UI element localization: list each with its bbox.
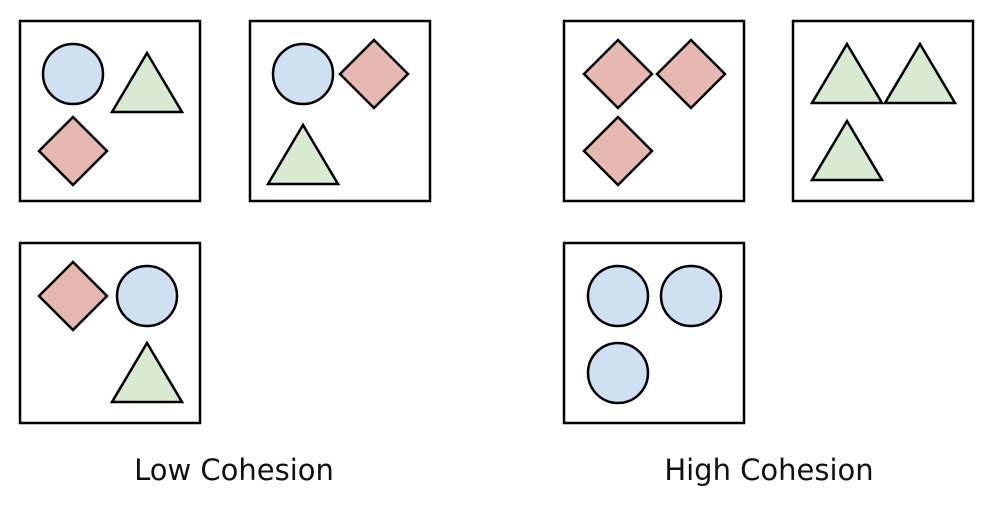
module-box (791, 19, 975, 203)
triangle-shape (265, 122, 341, 186)
diamond-shape (582, 38, 654, 110)
diamond-shape (655, 38, 727, 110)
diamond-shape (338, 38, 410, 110)
module-box (18, 241, 202, 425)
module-box (18, 19, 202, 203)
low-cohesion-group (18, 19, 432, 425)
circle-shape (41, 42, 105, 106)
module-box (248, 19, 432, 203)
triangle-shape (882, 41, 958, 105)
diamond-shape (37, 115, 109, 187)
module-box-border (562, 241, 746, 425)
module-box (562, 241, 746, 425)
circle-shape (586, 264, 650, 328)
triangle-shape (809, 118, 885, 182)
low-cohesion-label: Low Cohesion (134, 453, 334, 487)
circle-shape (115, 264, 179, 328)
high-cohesion-group (562, 19, 975, 425)
circle-shape (586, 341, 650, 405)
module-box-border (562, 19, 746, 203)
triangle-shape (109, 340, 185, 404)
circle-shape (659, 264, 723, 328)
high-cohesion-label: High Cohesion (664, 453, 874, 487)
triangle-shape (109, 50, 185, 114)
module-box (562, 19, 746, 203)
circle-shape (271, 42, 335, 106)
diamond-shape (582, 115, 654, 187)
diamond-shape (37, 260, 109, 332)
triangle-shape (809, 41, 885, 105)
